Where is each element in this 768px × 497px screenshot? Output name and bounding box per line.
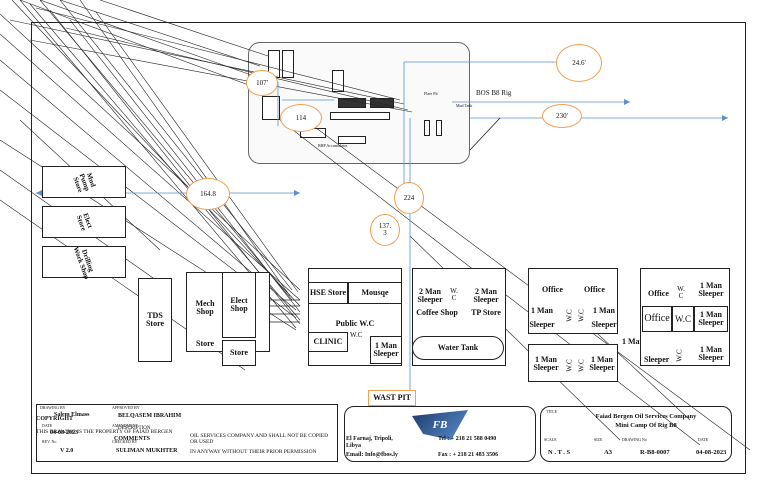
- rig-equipment: [338, 136, 366, 144]
- sleeper-b2: 1 Man Sleeper: [591, 306, 617, 330]
- wc-2: W. C: [450, 287, 458, 302]
- camp-label: BHP Accumulator: [318, 143, 348, 148]
- project-name: Mini Camp Of Rig B8: [615, 422, 677, 429]
- size-label: SIZE: [594, 437, 603, 442]
- sleeper-c2: 1 Man Sleeper: [694, 306, 728, 332]
- title-block-left: [36, 404, 338, 462]
- coffee-shop: Coffee Shop: [416, 308, 458, 317]
- checked-label: CHECKED BY: [112, 439, 138, 444]
- rig-equipment: [436, 120, 442, 136]
- desc: DESCRIPTION: [118, 426, 151, 431]
- office-3: Office: [648, 289, 669, 298]
- wast-pit: WAST PIT: [368, 390, 416, 406]
- wc-1: W.C: [350, 331, 363, 339]
- sleeper-b1: 1 Man Sleeper: [529, 306, 555, 330]
- wc-4: W.C: [577, 309, 586, 322]
- address-2: Libya: [346, 443, 362, 449]
- dimension-137-3: 137. 3: [370, 214, 400, 246]
- dimension-24-6: 24.6': [556, 44, 602, 82]
- sleeper-c4: 1 Man Sleeper: [698, 345, 724, 362]
- elect-store: Elect Store: [42, 206, 126, 238]
- water-tank: Water Tank: [412, 336, 504, 360]
- copyright: COPYRIGHT: [36, 416, 74, 422]
- scale-label: SCALE: [544, 437, 557, 442]
- rig-equipment: [262, 96, 280, 120]
- tp-store: TP Store: [471, 308, 501, 317]
- company-name: Faiad Bergen Oil Services Company: [595, 413, 697, 420]
- rev: V 2.0: [60, 448, 74, 454]
- rig-equipment: [332, 70, 344, 92]
- tel: Tel : + 218 21 588 0490: [438, 436, 497, 442]
- dimension-224: 224: [394, 182, 424, 214]
- title-block-right: [540, 406, 732, 462]
- sleeper-b3: 1 Man Sleeper: [533, 355, 559, 372]
- title-block-middle: [344, 406, 536, 462]
- rig-equipment: [370, 98, 394, 108]
- checked-by: SULIMAN MUKHTER: [116, 448, 178, 454]
- rig-equipment: [330, 112, 390, 120]
- drawing-by: Salem Elmass: [54, 412, 90, 418]
- flare-label: Flare Pit: [424, 91, 438, 96]
- sleeper-1man-a: 1 Man Sleeper: [370, 336, 402, 364]
- store-2: Store: [222, 340, 256, 366]
- office-2: Office: [584, 285, 605, 294]
- approved-label: APPROVED BY: [112, 405, 140, 410]
- dimension-114: 114: [280, 104, 322, 132]
- drawing-no: R-B8-0007: [640, 449, 670, 456]
- sleeper-c1: 1 Man Sleeper: [698, 281, 724, 298]
- rig-equipment: [424, 120, 430, 136]
- date2-label: DATE: [698, 437, 709, 442]
- wc-6: W.C: [577, 359, 586, 372]
- public-wc: Public W.C: [335, 319, 375, 328]
- clinic: CLINIC: [308, 332, 348, 352]
- approved-by: BELQASEM IBRAHIM: [118, 413, 182, 419]
- office-4: Office: [642, 306, 672, 332]
- drawing-by-label: DRAWING BY: [40, 405, 66, 410]
- office-1: Office: [542, 285, 563, 294]
- block-3: [528, 268, 618, 334]
- tds-store: TDS Store: [138, 278, 172, 362]
- hse-store: HSE Store: [308, 282, 348, 304]
- sleeper-2man-a: 2 Man Sleeper: [417, 287, 443, 304]
- notice-1: OIL SERVICES COMPANY AND SHALL NOT BE CO…: [190, 433, 329, 445]
- this-drawing: THIS DRAWING IS THE PROPERTY OF FAIAD BE…: [36, 429, 173, 435]
- date2: 04-08-2023: [696, 449, 727, 456]
- dimension-164-8: 164.8: [186, 178, 230, 210]
- wc-8: W.C: [672, 306, 694, 332]
- wc-7: W. C: [677, 285, 685, 300]
- dimension-107: 107': [246, 70, 278, 96]
- drawing-frame: [31, 22, 746, 474]
- notice-2: IN ANYWAY WITHOUT THEIR PRIOR PERMISSION: [190, 449, 317, 455]
- comments: COMMENTS: [114, 436, 150, 442]
- amend-label: AMENDMENT: [112, 423, 138, 428]
- wc-5: W.C: [565, 359, 574, 372]
- sleeper-b4: 1 Man Sleeper: [589, 355, 615, 372]
- wc-3: W.C: [565, 309, 574, 322]
- rev-label: REV. No: [42, 439, 57, 444]
- wc-9: W.C: [675, 349, 684, 362]
- mosque: Mousqe: [348, 282, 402, 304]
- date: 04-08-2023: [50, 430, 78, 436]
- block-3b: [528, 344, 618, 382]
- sleeper-c3: Sleeper: [644, 355, 670, 364]
- email: Email: Info@fbos.ly: [346, 452, 398, 458]
- sub-label: Mud Tank: [456, 103, 473, 108]
- scale: N . T . S: [548, 449, 571, 456]
- drilling-work-shop: Drilling Work Shop: [42, 246, 126, 280]
- date-label: DATE: [42, 423, 53, 428]
- title-label: TITLE: [546, 409, 558, 414]
- mech-shop: Mech Shop: [195, 299, 215, 316]
- drawing-no-label: DRAWING No: [622, 437, 647, 442]
- elect-shop: Elect Shop: [222, 272, 256, 338]
- address-1: El Farnaj, Tripoli,: [346, 436, 393, 442]
- fax: Fax : + 218 21 483 3506: [438, 452, 499, 458]
- rig-label: BOS B8 Rig: [476, 89, 512, 97]
- size: A3: [604, 449, 612, 456]
- mud-pump-store: Mud Pump Store: [42, 166, 126, 198]
- mid-1man: 1 Man: [622, 337, 644, 346]
- store-1: Store: [196, 339, 215, 348]
- sleeper-2man-b: 2 Man Sleeper: [473, 287, 499, 304]
- dimension-230: 230': [542, 104, 582, 128]
